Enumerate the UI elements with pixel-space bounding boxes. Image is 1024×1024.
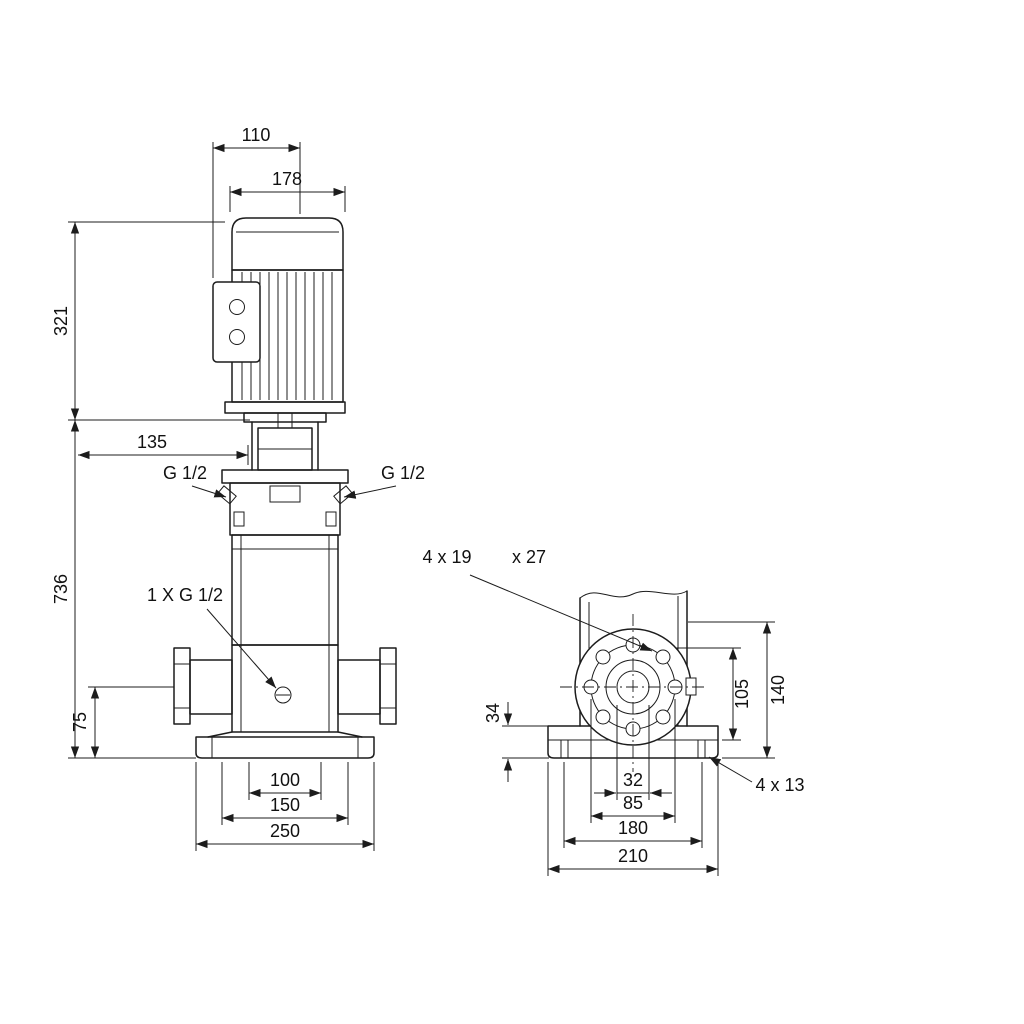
dim-base-width: 250: [270, 821, 300, 841]
suction-flange: [173, 647, 191, 725]
coupling-stool: [251, 413, 319, 471]
motor: [212, 217, 346, 423]
label-flange-holes-depth: x 27: [512, 547, 546, 567]
dim-flange-top-height: 140: [768, 675, 788, 705]
dim-base-hole-span: 180: [618, 818, 648, 838]
flange-base-view: 4 x 19 x 27 34 105 140 32: [422, 547, 805, 876]
motor-flange: [224, 401, 346, 414]
pump-elevation: 110 178 321 736 135 75: [51, 125, 425, 851]
dim-motor-width: 178: [272, 169, 302, 189]
dim-coupling-offset: 135: [137, 432, 167, 452]
label-plug-right: G 1/2: [381, 463, 425, 483]
tie-bolt-right: [325, 511, 337, 527]
label-plug-left: G 1/2: [163, 463, 207, 483]
tie-bolt-left: [233, 511, 245, 527]
label-flange-holes: 4 x 19: [422, 547, 471, 567]
side-dimensions: 4 x 19 x 27 34 105 140 32: [422, 547, 805, 876]
label-drain-plug: 1 X G 1/2: [147, 585, 223, 605]
priming-plug: [269, 485, 301, 503]
cable-gland-top: [229, 299, 245, 315]
flange-face: [560, 614, 706, 772]
dim-total-height: 736: [51, 574, 71, 604]
flange-tab: [685, 677, 697, 696]
dim-bore: 32: [623, 770, 643, 790]
vent-plug-right: [333, 485, 354, 505]
dim-motor-depth: 110: [242, 125, 271, 145]
motor-stool-plate: [243, 412, 327, 423]
cable-gland-bottom: [229, 329, 245, 345]
discharge-neck: [337, 659, 381, 715]
dim-base-depth: 210: [618, 846, 648, 866]
label-base-holes: 4 x 13: [755, 775, 804, 795]
dim-flange-hole-height: 105: [732, 679, 752, 709]
dim-base-height: 34: [483, 703, 503, 723]
dim-port-face-span: 100: [270, 770, 300, 790]
suction-neck: [189, 659, 233, 715]
discharge-flange: [379, 647, 397, 725]
terminal-box: [212, 281, 261, 363]
pump-head: [216, 469, 354, 536]
chamber-stack: [231, 534, 339, 646]
dim-port-center-height: 75: [70, 712, 90, 732]
pump-base: [195, 731, 375, 759]
break-line: [579, 590, 688, 599]
dim-bolt-circle: 85: [623, 793, 643, 813]
port-section: [173, 644, 397, 733]
dim-flange-span: 150: [270, 795, 300, 815]
front-dimensions: 110 178 321 736 135 75: [51, 125, 425, 851]
dim-motor-height: 321: [51, 306, 71, 336]
